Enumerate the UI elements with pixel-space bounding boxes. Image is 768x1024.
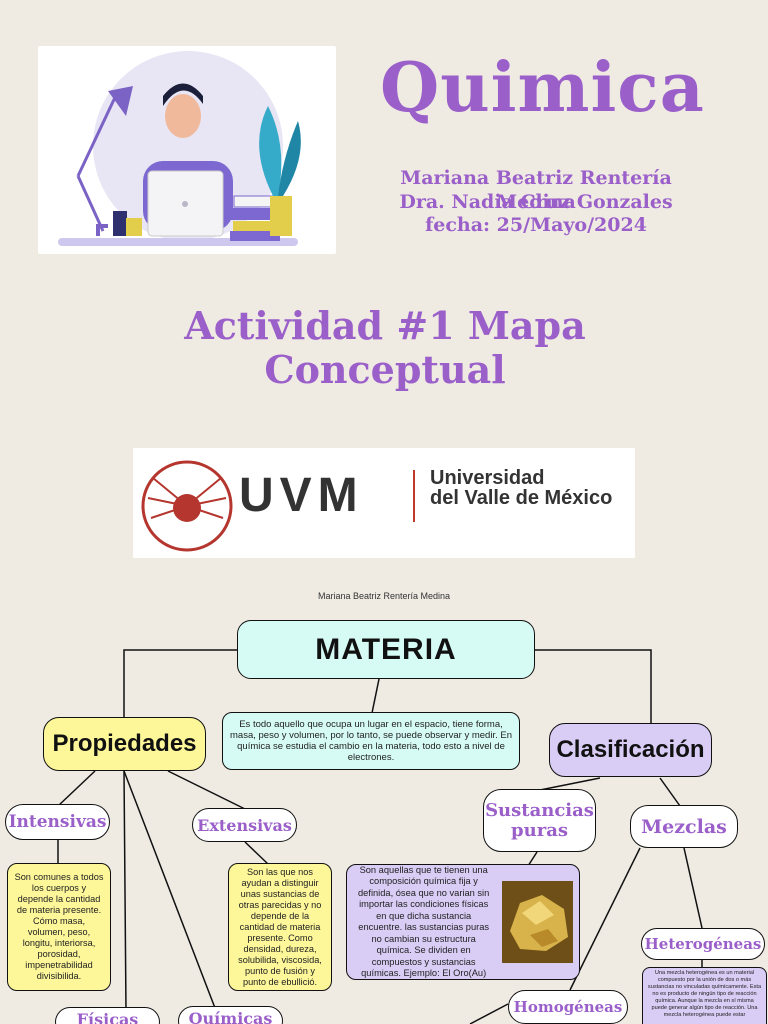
node-intensivas: Intensivas <box>5 804 110 840</box>
node-extensivas: Extensivas <box>192 808 297 842</box>
date-text: fecha: 25/Mayo/2024 <box>425 214 647 236</box>
illustration-person-laptop <box>38 46 336 254</box>
university-logo-banner: UVM Universidad del Valle de México <box>133 448 635 558</box>
node-mezclas: Mezclas <box>630 805 738 848</box>
uvm-acronym: UVM <box>239 469 364 522</box>
node-homogeneas: Homogéneas <box>508 990 628 1024</box>
node-quimicas: Químicas <box>178 1006 283 1024</box>
node-materia-description: Es todo aquello que ocupa un lugar en el… <box>222 712 520 770</box>
sustancias-description-text: Son aquellas que te tienen una composici… <box>358 864 490 979</box>
node-heterogeneas-description: Una mezcla heterogénea es un material co… <box>642 967 767 1024</box>
activity-heading: Actividad #1 Mapa Conceptual <box>150 304 620 392</box>
university-name: Universidad del Valle de México <box>430 468 612 508</box>
node-propiedades: Propiedades <box>43 717 206 771</box>
node-sustancias-puras: Sustancias puras <box>483 789 596 852</box>
node-fisicas: Físicas <box>55 1007 160 1024</box>
teacher-name: Dra. Nadia Cruz Gonzales <box>399 191 673 213</box>
activity-line-1: Actividad #1 Mapa <box>184 303 586 348</box>
node-heterogeneas: Heterogéneas <box>641 928 765 960</box>
university-name-line-1: Universidad <box>430 467 545 489</box>
node-clasificacion: Clasificación <box>549 723 712 777</box>
node-materia: MATERIA <box>237 620 535 679</box>
map-author: Mariana Beatriz Rentería Medina <box>317 591 451 601</box>
node-sustancias-description: Son aquellas que te tienen una composici… <box>346 864 580 980</box>
gold-nugget-image <box>502 881 573 963</box>
page-title: Quimica <box>380 48 705 128</box>
node-extensivas-description: Son las que nos ayudan a distinguir unas… <box>228 863 332 991</box>
university-name-line-2: del Valle de México <box>430 487 613 509</box>
activity-line-2: Conceptual <box>264 347 506 392</box>
author-name: Mariana Beatriz Rentería Medina <box>400 167 672 213</box>
node-intensivas-description: Son comunes a todos los cuerpos y depend… <box>7 863 111 991</box>
